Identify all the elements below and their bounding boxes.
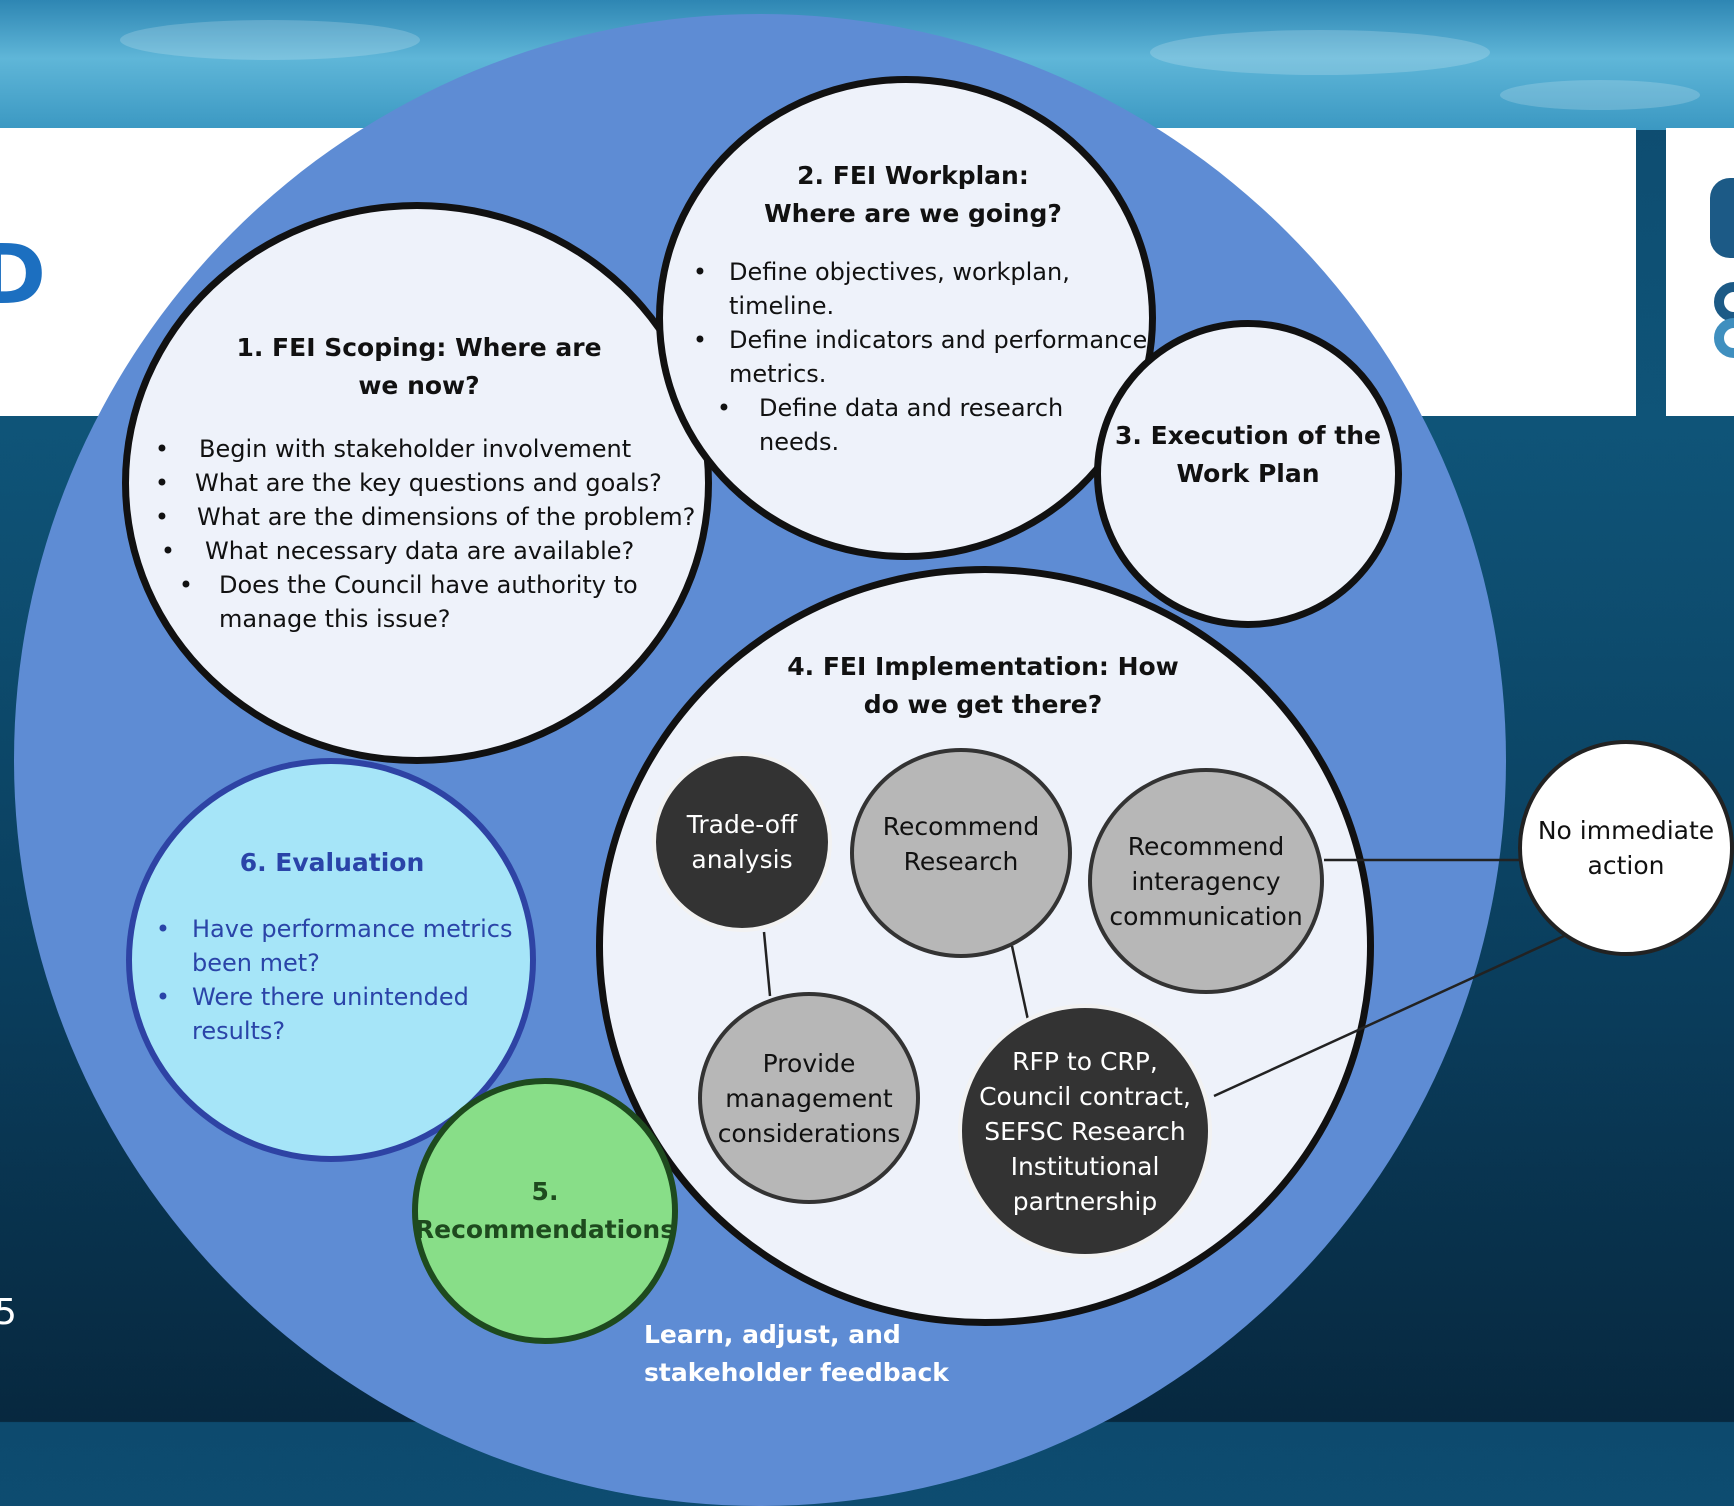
execution-circle: 3. Execution of the Work Plan	[1094, 320, 1402, 628]
evaluation-bullet: •Were there unintended results?	[155, 983, 469, 1045]
wave-highlight	[1500, 80, 1700, 110]
wave-highlight	[1150, 30, 1490, 75]
scoping-title: 1. FEI Scoping: Where are we now?	[236, 333, 602, 400]
workplan-title: 2. FEI Workplan: Where are we going?	[764, 161, 1062, 228]
no-immediate-action-node: No immediate action	[1518, 740, 1734, 956]
slide-number: 5	[0, 1292, 17, 1333]
feedback-label: Learn, adjust, and stakeholder feedback	[644, 1320, 949, 1387]
workplan-bullet: •Define data and research needs.	[716, 394, 1064, 456]
wave-highlight	[120, 20, 420, 60]
logo-ring-icon	[1714, 282, 1734, 322]
management-considerations-node: Provide management considerations	[698, 992, 920, 1204]
recommendations-circle: 5. Recommendations	[412, 1078, 678, 1344]
execution-title: 3. Execution of the Work Plan	[1114, 421, 1382, 488]
title-fragment: D	[0, 228, 47, 323]
scoping-bullet-list: •Begin with stakeholder involvement •Wha…	[147, 432, 707, 636]
recommend-research-node: Recommend Research	[850, 748, 1072, 958]
implementation-title: 4. FEI Implementation: How do we get the…	[787, 652, 1179, 719]
scoping-circle: 1. FEI Scoping: Where are we now? •Begin…	[122, 202, 712, 764]
scoping-bullet: •What necessary data are available?	[160, 537, 635, 565]
workplan-bullet: •Define objectives, workplan, timeline.	[692, 258, 1070, 320]
scoping-bullet: •What are the dimensions of the problem?	[154, 503, 696, 531]
scoping-bullet: •What are the key questions and goals?	[154, 469, 662, 497]
tradeoff-analysis-node: Trade-off analysis	[652, 752, 832, 932]
scoping-bullet: •Begin with stakeholder involvement	[154, 435, 632, 463]
scoping-bullet: •Does the Council have authority to mana…	[178, 571, 638, 633]
evaluation-circle: 6. Evaluation •Have performance metrics …	[126, 758, 536, 1162]
workplan-bullet-list: •Define objectives, workplan, timeline. …	[685, 255, 1155, 459]
evaluation-bullet-list: •Have performance metrics been met? •Wer…	[148, 912, 528, 1048]
evaluation-bullet: •Have performance metrics been met?	[155, 915, 513, 977]
recommend-interagency-node: Recommend interagency communication	[1088, 768, 1324, 994]
logo-icon	[1710, 178, 1734, 258]
workplan-bullet: •Define indicators and performance metri…	[692, 326, 1148, 388]
recommendations-title: 5. Recommendations	[414, 1177, 676, 1244]
workplan-circle: 2. FEI Workplan: Where are we going? •De…	[656, 76, 1156, 560]
logo-ring-icon	[1714, 318, 1734, 358]
rfp-partnership-node: RFP to CRP, Council contract, SEFSC Rese…	[958, 1004, 1212, 1258]
connector-lines	[762, 858, 1565, 1098]
logo-panel	[1666, 128, 1734, 416]
connector-research-rfp	[1010, 945, 1030, 1021]
evaluation-title: 6. Evaluation	[239, 848, 425, 877]
connector-rfp-noaction	[1213, 934, 1565, 1098]
connector-tradeoff-management	[762, 931, 772, 997]
